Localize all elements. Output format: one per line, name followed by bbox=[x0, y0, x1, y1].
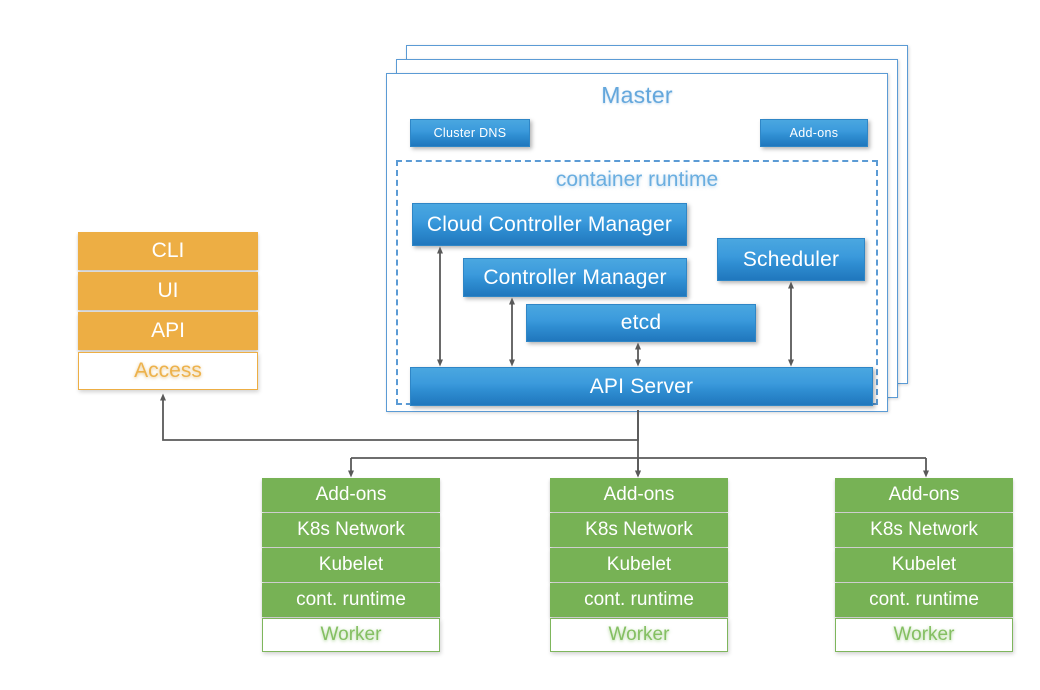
access-row-api[interactable]: API bbox=[78, 312, 258, 350]
api-server-box[interactable]: API Server bbox=[410, 367, 873, 406]
worker-1-row-cont-runtime[interactable]: cont. runtime bbox=[262, 583, 440, 617]
worker-1-row-kubelet[interactable]: Kubelet bbox=[262, 548, 440, 582]
worker-3-row-worker[interactable]: Worker bbox=[835, 618, 1013, 652]
cloud-controller-manager-box[interactable]: Cloud Controller Manager bbox=[412, 203, 687, 246]
scheduler-box[interactable]: Scheduler bbox=[717, 238, 865, 281]
access-row-cli[interactable]: CLI bbox=[78, 232, 258, 270]
worker-1-row-worker[interactable]: Worker bbox=[262, 618, 440, 652]
worker-1-row-k8s-network[interactable]: K8s Network bbox=[262, 513, 440, 547]
worker-2-row-worker[interactable]: Worker bbox=[550, 618, 728, 652]
worker-3-row-add-ons[interactable]: Add-ons bbox=[835, 478, 1013, 512]
worker-2-row-cont-runtime[interactable]: cont. runtime bbox=[550, 583, 728, 617]
container-runtime-title: container runtime bbox=[555, 168, 719, 191]
worker-2-row-add-ons[interactable]: Add-ons bbox=[550, 478, 728, 512]
worker-3-row-k8s-network[interactable]: K8s Network bbox=[835, 513, 1013, 547]
access-row-ui[interactable]: UI bbox=[78, 272, 258, 310]
controller-manager-box[interactable]: Controller Manager bbox=[463, 258, 687, 297]
worker-3-row-cont-runtime[interactable]: cont. runtime bbox=[835, 583, 1013, 617]
worker-1-row-add-ons[interactable]: Add-ons bbox=[262, 478, 440, 512]
worker-2-row-k8s-network[interactable]: K8s Network bbox=[550, 513, 728, 547]
worker-2-row-kubelet[interactable]: Kubelet bbox=[550, 548, 728, 582]
master-title: Master bbox=[601, 82, 673, 108]
master-addons-box[interactable]: Add-ons bbox=[760, 119, 868, 147]
cluster-dns-box[interactable]: Cluster DNS bbox=[410, 119, 530, 147]
etcd-box[interactable]: etcd bbox=[526, 304, 756, 342]
access-row-access[interactable]: Access bbox=[78, 352, 258, 390]
worker-3-row-kubelet[interactable]: Kubelet bbox=[835, 548, 1013, 582]
